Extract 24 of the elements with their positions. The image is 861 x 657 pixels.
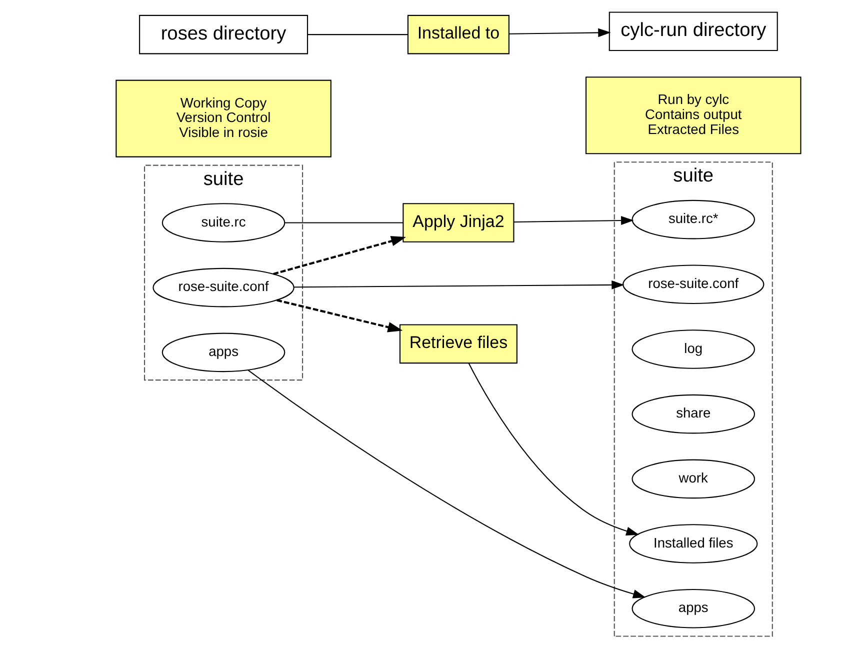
arrow: [294, 280, 624, 290]
node-ellipse: suite.rc: [162, 203, 286, 242]
node-box: Working Copy Version Control Visible in rosie: [116, 80, 332, 158]
node-box: roses directory: [139, 14, 308, 54]
node-box: Retrieve files: [399, 324, 518, 364]
node-ellipse: rose-suite.conf: [152, 268, 294, 308]
arrow: [273, 236, 406, 275]
node-ellipse: suite.rc*: [632, 200, 756, 240]
node-box: Installed to: [407, 14, 510, 54]
node-ellipse: share: [632, 394, 756, 434]
node-ellipse: work: [632, 459, 756, 499]
connector: [284, 222, 403, 224]
arrow: [514, 216, 634, 225]
arrow: [276, 299, 403, 332]
node-ellipse: rose-suite.conf: [622, 264, 764, 304]
node-ellipse: log: [632, 330, 756, 369]
node-ellipse: Installed files: [629, 524, 758, 564]
node-ellipse: apps: [162, 332, 286, 372]
arrow: [509, 28, 611, 38]
node-box: Run by cylc Contains output Extracted Files: [585, 76, 802, 154]
arrow: [468, 362, 639, 536]
connector: [308, 34, 408, 36]
node-box: cylc-run directory: [608, 12, 778, 52]
node-box: Apply Jinja2: [402, 203, 514, 242]
